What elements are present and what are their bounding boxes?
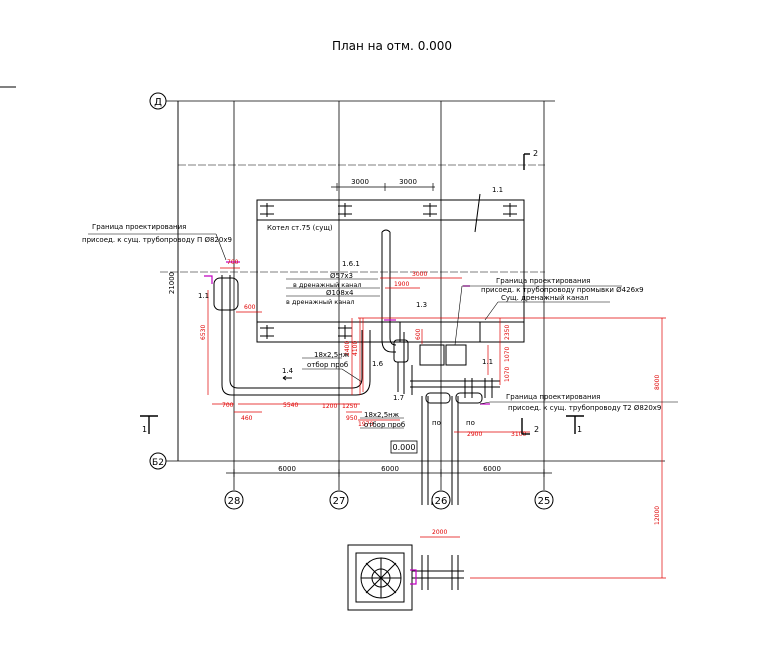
dim-left-21000: 21000 <box>168 272 176 294</box>
note-right-bottom-text: присоед. к сущ. трубопроводу Т2 Ø820х9 <box>508 404 661 412</box>
tag-1-6: 1.6 <box>372 360 384 368</box>
red-dimension-lines <box>207 267 666 579</box>
svg-text:2000: 2000 <box>432 529 447 536</box>
svg-text:6530: 6530 <box>200 325 207 340</box>
svg-text:1250: 1250 <box>342 403 357 410</box>
red-dimension-text: 700 600 6530 700 460 5540 1200 1250 950 … <box>200 259 661 536</box>
svg-text:4100: 4100 <box>352 341 359 356</box>
svg-text:1070: 1070 <box>504 367 511 382</box>
drawing-title: План на отм. 0.000 <box>332 39 452 53</box>
label-sample-2b: отбор проб <box>364 421 405 429</box>
section-mark-2-top: 2 <box>523 149 538 170</box>
svg-text:12000: 12000 <box>654 506 661 525</box>
svg-text:Б2: Б2 <box>152 458 164 468</box>
tag-1-4: 1.4 <box>282 367 294 375</box>
svg-text:2900: 2900 <box>467 431 482 438</box>
dim-bottom-1: 6000 <box>278 465 296 473</box>
tag-1-7: 1.7 <box>393 394 404 402</box>
svg-text:5540: 5540 <box>283 402 298 409</box>
inner-grid <box>160 164 545 273</box>
tag-1-3: 1.3 <box>416 301 427 309</box>
note-right-bottom-title: Граница проектирования <box>506 393 600 401</box>
boiler-label: Котел ст.75 (сущ) <box>267 224 333 232</box>
dim-top-1: 3000 <box>351 178 369 186</box>
tag-1-6-1: 1.6.1 <box>342 260 360 268</box>
dim-bottom-2: 6000 <box>381 465 399 473</box>
note-left-text: присоед. к сущ. трубопроводу П Ø820х9 <box>82 236 232 244</box>
tag-1-1-left: 1.1 <box>198 292 209 300</box>
label-po-1: по <box>432 419 441 427</box>
axis-bubble-25: 25 <box>534 490 554 510</box>
svg-text:25: 25 <box>538 496 551 507</box>
svg-text:950: 950 <box>346 415 358 422</box>
svg-text:Д: Д <box>154 97 162 108</box>
svg-text:1970: 1970 <box>358 421 373 428</box>
dim-top-2: 3000 <box>399 178 417 186</box>
svg-text:1: 1 <box>577 425 582 434</box>
svg-text:27: 27 <box>333 496 346 507</box>
svg-text:460: 460 <box>241 415 253 422</box>
svg-text:1200: 1200 <box>322 403 337 410</box>
svg-text:700: 700 <box>222 402 234 409</box>
tank-plan <box>347 544 413 611</box>
label-existing-channel: Сущ. дренажный канал <box>501 294 589 302</box>
svg-text:1070: 1070 <box>504 347 511 362</box>
axis-bubble-d: Д <box>149 92 167 110</box>
axis-bubble-27: 27 <box>329 490 349 510</box>
axis-bubble-28: 28 <box>224 490 244 510</box>
note-leaders <box>88 233 678 429</box>
elevation-mark: 0.000 <box>390 440 418 454</box>
dim-bottom-3: 6000 <box>483 465 501 473</box>
axis-bubble-b2: Б2 <box>149 452 167 470</box>
svg-text:3100: 3100 <box>511 431 526 438</box>
note-right-top-title: Граница проектирования <box>496 277 590 285</box>
pipelines <box>213 229 500 590</box>
label-sample-2: 18х2,5нж <box>364 411 400 419</box>
label-sample-1: 18х2,5нж <box>314 351 350 359</box>
svg-text:600: 600 <box>244 304 256 311</box>
label-drain-1: в дренажный канал <box>293 281 362 289</box>
axis-bubble-26: 26 <box>431 490 451 510</box>
svg-text:3000: 3000 <box>412 271 427 278</box>
svg-text:2: 2 <box>533 149 538 158</box>
grid-lines <box>160 100 665 490</box>
svg-text:26: 26 <box>435 496 448 507</box>
label-pipe-108: Ø108х4 <box>326 289 354 297</box>
svg-text:600: 600 <box>415 328 422 340</box>
svg-text:28: 28 <box>228 496 241 507</box>
svg-text:700: 700 <box>227 259 239 266</box>
svg-text:2: 2 <box>534 425 539 434</box>
tag-1-1-top: 1.1 <box>492 186 503 194</box>
svg-text:1900: 1900 <box>394 281 409 288</box>
svg-text:2350: 2350 <box>504 325 511 340</box>
svg-text:0.000: 0.000 <box>393 443 416 452</box>
tag-1-1-right: 1.1 <box>482 358 493 366</box>
label-pipe-57: Ø57х3 <box>330 272 353 280</box>
svg-text:2400: 2400 <box>344 341 351 356</box>
label-po-2: по <box>466 419 475 427</box>
svg-text:1: 1 <box>142 425 147 434</box>
label-sample-1b: отбор проб <box>307 361 348 369</box>
label-drain-2: в дренажный канал <box>286 298 355 306</box>
section-mark-1-left: 1 <box>140 415 158 434</box>
section-mark-2-bottom: 2 <box>521 418 539 435</box>
dimension-chains <box>177 101 552 477</box>
section-mark-1-right: 1 <box>566 415 584 434</box>
note-left-title: Граница проектирования <box>92 223 186 231</box>
svg-text:8000: 8000 <box>654 375 661 390</box>
note-right-top-text: присоед. к трубопроводу промывки Ø426х9 <box>481 286 644 294</box>
